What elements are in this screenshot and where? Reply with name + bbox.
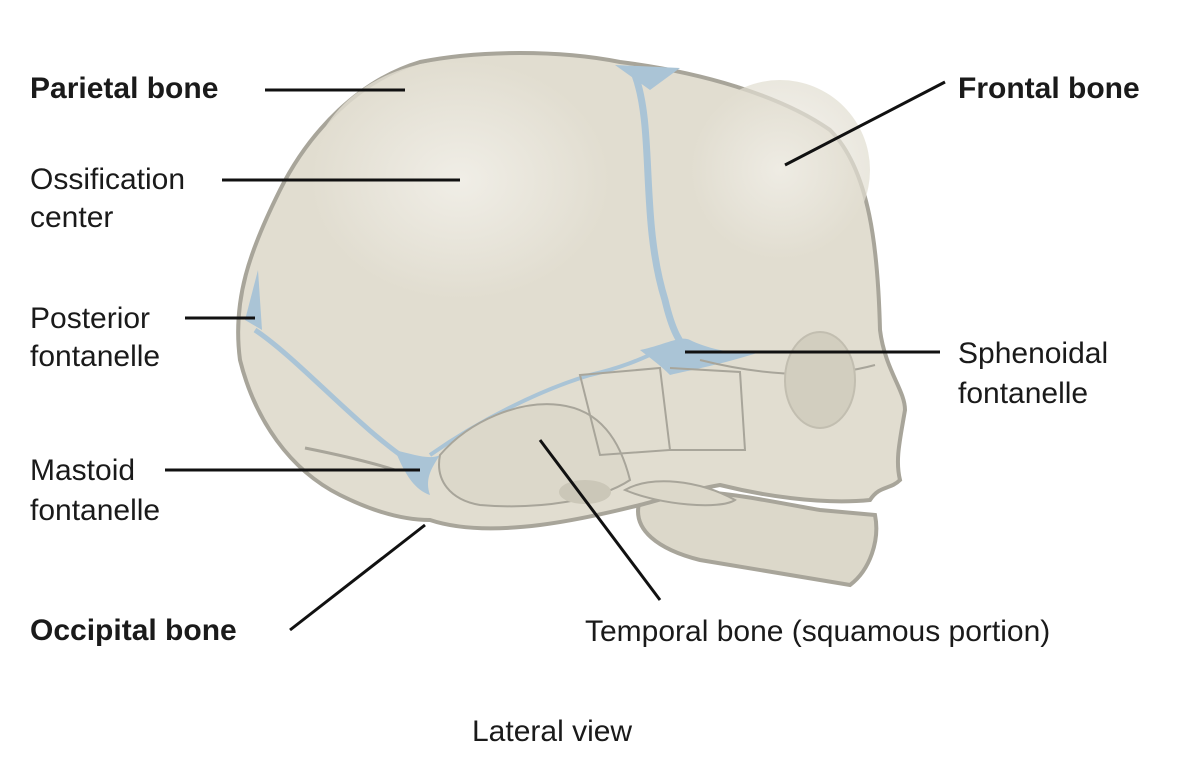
- label-sphenoidal-fontanelle-2: fontanelle: [958, 377, 1089, 410]
- frontal-ossification: [690, 80, 870, 260]
- coronal-suture: [631, 73, 693, 355]
- mastoid-fontanelle: [395, 450, 440, 495]
- label-posterior-fontanelle-2: fontanelle: [30, 340, 161, 373]
- frontal-leader: [784, 80, 946, 167]
- sphenoid-bones: [578, 366, 747, 457]
- ear-opening: [559, 480, 611, 504]
- label-mastoid-fontanelle-1: Mastoid: [30, 454, 136, 487]
- lambdoid-suture: [253, 327, 417, 468]
- label-parietal-bone: Parietal bone: [30, 72, 219, 105]
- sphenoidal-fontanelle: [640, 338, 760, 375]
- label-frontal-bone: Frontal bone: [958, 72, 1140, 105]
- label-mastoid-fontanelle-2: fontanelle: [30, 494, 161, 527]
- mandible: [636, 489, 879, 588]
- anterior-fontanelle: [615, 65, 680, 90]
- orbit: [784, 331, 856, 429]
- label-posterior-fontanelle-1: Posterior: [30, 302, 151, 335]
- occipital-edge: [304, 446, 396, 472]
- zygomatic-arch: [622, 480, 737, 507]
- label-sphenoidal-fontanelle-1: Sphenoidal: [958, 337, 1109, 370]
- label-temporal-bone: Temporal bone (squamous portion): [585, 615, 1051, 648]
- caption-lateral-view: Lateral view: [472, 715, 633, 748]
- posterior-fontanelle: [245, 270, 262, 330]
- label-occipital-bone: Occipital bone: [30, 614, 237, 647]
- label-ossification-center-1: Ossification: [30, 163, 186, 196]
- occipital-leader: [289, 523, 426, 632]
- temporal-leader: [538, 439, 662, 601]
- label-ossification-center-2: center: [30, 201, 114, 234]
